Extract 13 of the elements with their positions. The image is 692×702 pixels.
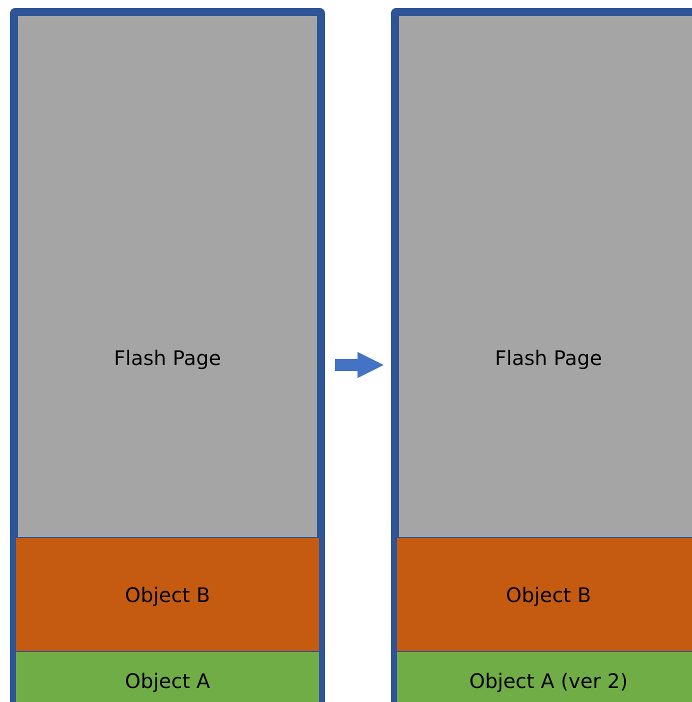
object-block: [396, 537, 692, 652]
page-label: Flash Page: [112, 346, 222, 370]
arrow: [335, 352, 384, 378]
object-label: Object B: [124, 582, 210, 606]
object-label: Object A (ver 2): [469, 669, 628, 693]
flash-page-block: [10, 8, 325, 702]
page-label: Flash Page: [494, 346, 604, 370]
object-block: [15, 537, 320, 652]
object-block: [396, 651, 692, 702]
object-label: Object B: [506, 582, 592, 606]
object-label: Object A: [124, 669, 210, 693]
object-block: [15, 651, 320, 702]
flash-page-block: [391, 8, 692, 702]
